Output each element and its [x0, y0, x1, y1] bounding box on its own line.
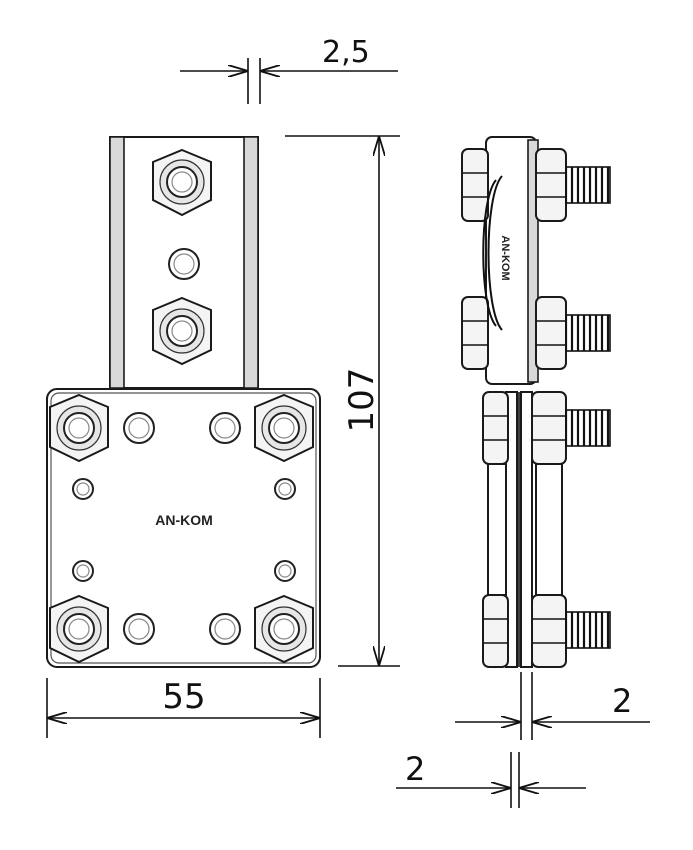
side-logo: AN-KOM — [499, 235, 511, 280]
front-nut-top-1 — [152, 148, 212, 217]
front-plate-base — [46, 388, 321, 668]
front-tab-flange-left — [109, 136, 125, 389]
dimension-side-thickness-bottom: 2 — [396, 750, 586, 808]
dimension-top-thickness: 2,5 — [180, 35, 398, 104]
front-hole-tab — [168, 248, 200, 280]
dimension-width: 55 — [46, 677, 321, 738]
dimension-height: 107 — [285, 135, 400, 667]
side-nut-lower-right-1 — [531, 391, 611, 465]
side-nut-lower-left-1 — [482, 391, 509, 465]
dimension-label-height: 107 — [342, 368, 382, 433]
side-nut-upper-4 — [535, 296, 611, 370]
front-plate-base-edge — [50, 392, 317, 664]
side-plate-lower-right — [520, 391, 533, 668]
side-nut-upper-2 — [461, 296, 489, 370]
front-small-holes — [72, 478, 296, 582]
front-tab-flange-right — [243, 136, 259, 389]
side-nut-upper-3 — [535, 148, 611, 222]
dimension-label-side-bottom: 2 — [405, 750, 425, 788]
dimension-side-thickness-right: 2 — [455, 672, 650, 740]
front-nut-bottom-left — [49, 594, 109, 664]
front-nut-top-2 — [152, 296, 212, 366]
side-view: AN-KOM — [461, 136, 611, 668]
front-large-holes — [123, 412, 241, 645]
front-nut-top-right — [254, 393, 314, 463]
dimension-label-side-right: 2 — [612, 682, 632, 720]
side-nut-upper-1 — [461, 148, 489, 222]
dimension-label-top-thickness: 2,5 — [322, 35, 370, 70]
front-logo: AN-KOM — [155, 512, 213, 528]
front-nut-bottom-right — [254, 594, 314, 664]
side-nut-lower-left-2 — [482, 594, 509, 668]
front-nut-top-left — [49, 393, 109, 463]
side-nut-lower-right-2 — [531, 594, 611, 668]
dimension-label-width: 55 — [162, 677, 205, 717]
front-view: AN-KOM — [46, 136, 321, 668]
